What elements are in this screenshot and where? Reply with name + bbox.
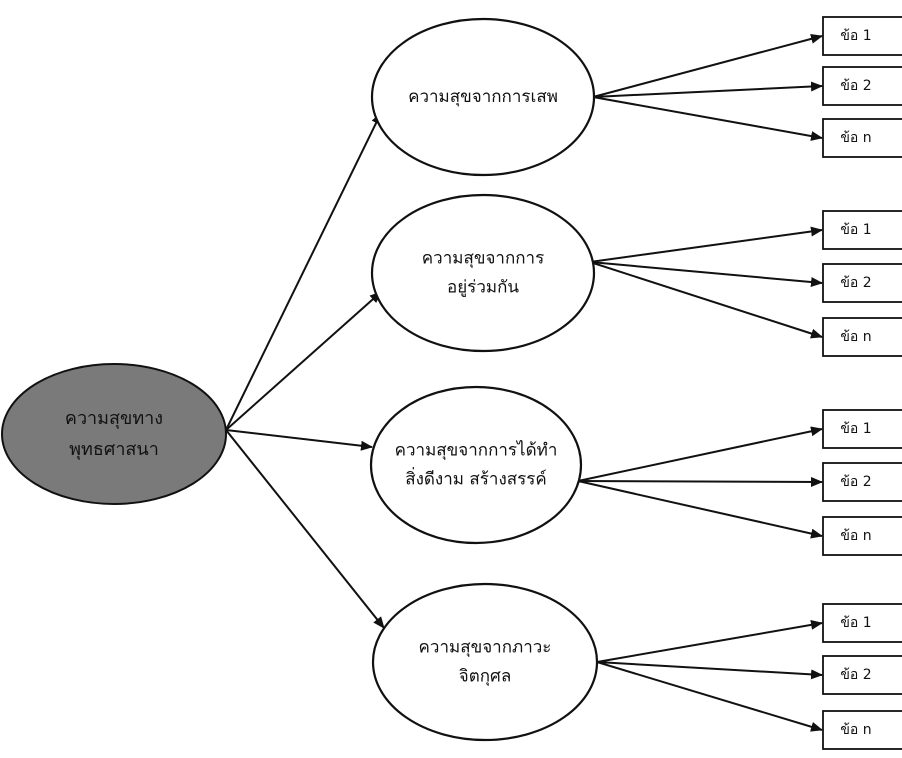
branch-node-2 <box>370 193 596 353</box>
root-node <box>1 363 227 505</box>
branch-node-1 <box>370 17 596 177</box>
item-box <box>822 655 902 695</box>
root-node-label-line: ความสุขทาง <box>65 408 163 429</box>
root-to-branch-1-arrow <box>225 112 382 431</box>
item-box <box>822 16 902 56</box>
item-box-label: ข้อ 1 <box>840 421 871 437</box>
item-box-label: ข้อ 2 <box>840 78 871 94</box>
item-box <box>822 317 902 357</box>
item-box-label: ข้อ n <box>840 528 871 544</box>
item-box-label: ข้อ 2 <box>840 275 871 291</box>
branch-3-item-3-arrow <box>577 480 823 539</box>
branch-node-3 <box>369 385 583 545</box>
item-box-label: ข้อ 2 <box>840 667 871 683</box>
item-box <box>822 409 902 449</box>
branch-1-item-1-arrow <box>592 33 823 98</box>
branch-4-item-1-arrow <box>596 619 823 663</box>
root-to-branch-2-arrow <box>225 291 382 431</box>
branch-node-3-label-line: สิ่งดีงาม สร้างสรรค์ <box>405 466 547 489</box>
item-box-label: ข้อ 1 <box>840 615 871 631</box>
item-box <box>822 710 902 750</box>
root-to-branch-3-arrow <box>225 429 373 451</box>
item-box <box>822 210 902 250</box>
item-box-label: ข้อ n <box>840 722 871 738</box>
branch-3-item-1-arrow <box>577 426 823 482</box>
item-box <box>822 516 902 556</box>
branch-2-item-1-arrow <box>589 226 823 263</box>
item-box <box>822 66 902 106</box>
root-to-branch-4-arrow <box>225 429 385 629</box>
root-node-label-line: พุทธศาสนา <box>69 439 159 460</box>
item-box <box>822 462 902 502</box>
item-box <box>822 263 902 303</box>
connector-layer <box>225 33 823 732</box>
branch-node-1-label-line: ความสุขจากการเสพ <box>408 87 558 107</box>
branch-3-item-2-arrow <box>577 476 823 487</box>
branch-node-4-label-line: ความสุขจากภาวะ <box>419 638 552 658</box>
branch-node-4-label-line: จิตกุศล <box>459 666 512 686</box>
branch-node-2-label-line: อยู่ร่วมกัน <box>447 277 519 297</box>
item-box-label: ข้อ 2 <box>840 474 871 490</box>
branch-node-3-label-line: ความสุขจากการได้ทำ <box>395 440 558 461</box>
item-box-label: ข้อ 1 <box>840 222 871 238</box>
branch-node-4 <box>371 582 599 742</box>
branch-2-item-3-arrow <box>589 261 823 339</box>
item-box-label: ข้อ 1 <box>840 28 871 44</box>
branch-1-item-2-arrow <box>592 81 823 98</box>
branch-node-2-label-line: ความสุขจากการ <box>422 249 544 269</box>
branch-4-item-3-arrow <box>596 661 823 732</box>
item-box <box>822 118 902 158</box>
branch-2-item-2-arrow <box>589 261 823 287</box>
branch-1-item-3-arrow <box>592 96 823 141</box>
branch-4-item-2-arrow <box>596 661 823 680</box>
item-box-label: ข้อ n <box>840 329 871 345</box>
item-box <box>822 603 902 643</box>
item-box-label: ข้อ n <box>840 130 871 146</box>
